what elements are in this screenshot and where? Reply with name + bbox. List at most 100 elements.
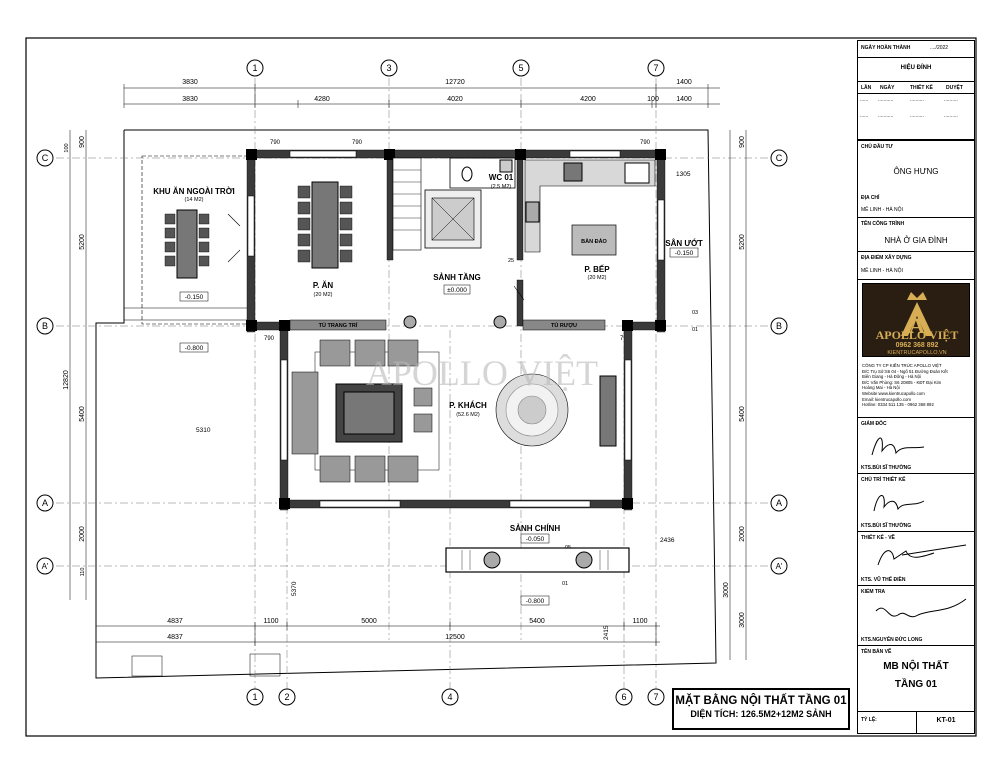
dimension: 5370 [291,581,298,596]
room-dining-area: (20 M2) [314,292,333,298]
grid-bubbles-side: C B A A' C B A A' [36,149,788,575]
rev-dots: .......... [910,97,924,103]
crown-logo-icon: A [901,292,933,338]
grid-label: 5 [518,63,523,73]
project-value: NHÀ Ở GIA ĐÌNH [884,236,948,245]
grid-label: 2 [284,692,289,702]
dimension: 100 [64,143,70,152]
rev-dots: ........... [878,97,894,103]
level-porch: -0.050 [526,536,545,543]
drawing-title: MẶT BẰNG NỘI THẤT TẦNG 01 [675,695,847,707]
director-label: GIÁM ĐỐC [861,421,887,427]
drawing-title-stamp: MẶT BẰNG NỘI THẤT TẦNG 01 DIỆN TÍCH: 126… [672,688,850,730]
company-line: Biên Giang - Hà Đông - Hà Nội [862,374,921,380]
company-line: Đ/C Văn Phòng: S6 20805 - KĐT Đại Kim [862,379,942,385]
dimension: 790 [352,140,363,146]
level-outdoor: -0.150 [185,294,204,301]
dimension: 12500 [445,634,465,641]
logo-web: KIENTRUCAPOLLO.VN [887,350,947,356]
room-kitchen: P. BẾP [584,264,610,274]
dimension: 2415 [603,625,610,640]
lead-label: CHỦ TRÌ THIẾT KẾ [861,477,906,483]
dimension: 5000 [361,618,377,625]
dimension: 4280 [314,96,330,103]
rev-dots: ........... [878,113,894,119]
rev-col: DUYỆT [946,85,963,91]
grid-label: C [42,153,49,163]
dimension: 1305 [676,171,691,178]
company-line: Email: kientrucapollo.com [862,396,911,402]
company-line: Đ/C Trụ Sở:S6 04 - Ngõ 51 Đường Đoàn Kết [862,368,948,374]
dimension: 790 [264,336,275,342]
dimension: 790 [270,140,281,146]
room-living: P. KHÁCH [449,401,487,410]
rev-dots: ...... [860,113,869,119]
dimension: 01 [692,327,698,333]
dimension: 4837 [167,618,183,625]
dimension: 25 [508,258,514,264]
investor-label: CHỦ ĐẦU TƯ [861,144,893,150]
title-block: NGÀY HOÀN THÀNH ..../2022 HIỆU ĐÍNH LẦN … [857,40,975,734]
dimension: 3000 [723,582,730,598]
room-outdoor-dining: KHU ĂN NGOÀI TRỜI [153,187,235,196]
grid-bubbles-top: 1 3 5 7 [246,59,665,77]
dimension: 4020 [447,96,463,103]
checker-label: KIỂM TRA [861,589,886,595]
dimension: 2000 [79,526,86,542]
level-yard-left: -0.800 [185,345,204,352]
dimension: 5400 [529,618,545,625]
room-wc: WC 01 [489,173,514,182]
dimension: 900 [79,136,86,148]
room-wc-area: (2.5 M2) [491,184,512,190]
dimension: 5400 [79,406,86,422]
grid-bubbles-bottom: 1 2 4 6 7 [246,688,665,706]
logo-phone: 0962 368 892 [895,342,939,349]
room-kitchen-area: (20 M2) [588,275,607,281]
sheet-code: KT-01 [936,717,956,724]
logo-letter: A [909,313,925,338]
completion-label: NGÀY HOÀN THÀNH [861,45,911,51]
sheet-name-label: TÊN BẢN VẼ [861,649,892,655]
scale-label: TỶ LỆ: [861,717,877,723]
dimension: 12820 [63,370,70,390]
drawing-area: DIỆN TÍCH: 126.5M2+12M2 SẢNH [690,709,832,719]
level-hall: ±0.000 [447,287,467,294]
rev-dots: .......... [944,113,958,119]
room-hall: SẢNH TẦNG [433,272,481,282]
company-logo: A APOLLO VIỆT 0962 368 892 KIENTRUCAPOLL… [862,283,970,357]
level-wet-yard: -0.150 [675,250,694,257]
room-dining: P. ĂN [313,281,334,290]
sheet-name-line1: MB NỘI THẤT [883,661,949,672]
grid-label: 1 [252,692,257,702]
checker-name: KTS.NGUYỄN ĐỨC LONG [861,637,923,643]
revision-header: HIỆU ĐÍNH [900,65,932,71]
dimension: 2000 [739,526,746,542]
company-info: CÔNG TY CP KIẾN TRÚC APOLLO VIỆT Đ/C Trụ… [862,363,972,408]
project-label: TÊN CÔNG TRÌNH [861,221,905,227]
dimension: 03 [692,310,698,316]
dining-table-outdoor [164,209,210,279]
site-label: ĐỊA ĐIỂM XÂY DỰNG [861,255,912,261]
dimension: 110 [80,568,86,577]
grid-label: A' [42,562,49,571]
dimension: 3830 [182,79,198,86]
logo-brand: APOLLO VIỆT [875,328,959,342]
dimension: 01 [562,581,568,587]
dimension: 5200 [739,234,746,250]
grid-label: 4 [447,692,452,702]
company-line: Hoàng Mai - Hà Nội [862,385,900,391]
level-front: -0.800 [526,598,545,605]
address-value: MÊ LINH - HÀ NỘI [861,207,903,213]
grid-label: B [42,321,48,331]
dimension: 900 [739,136,746,148]
label-deco-cabinet: TỦ TRANG TRÍ [319,321,358,329]
rev-col: NGÀY [880,85,895,91]
signature-icon [871,437,925,456]
rev-dots: .......... [944,97,958,103]
site-value: MÊ LINH - HÀ NỘI [861,268,903,274]
grid-label: 3 [386,63,391,73]
dimension: 4837 [167,634,183,641]
grid-label: A [42,498,48,508]
